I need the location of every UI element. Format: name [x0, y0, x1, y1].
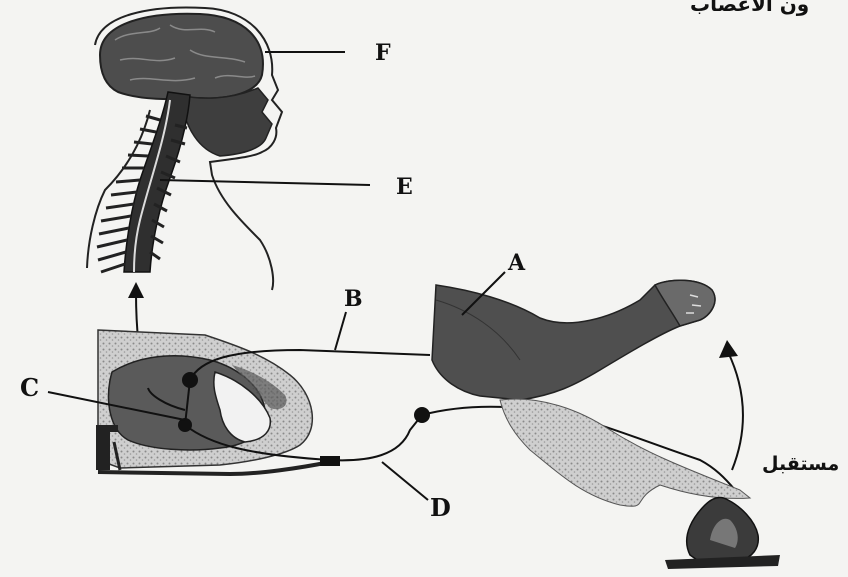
- receptor-label: مستقبل: [762, 455, 839, 474]
- label-c: C: [20, 376, 39, 400]
- label-b: B: [344, 288, 363, 310]
- corner-text: ون الأعصاب: [690, 0, 809, 14]
- brain: [100, 14, 272, 156]
- spinal-cross-section: [96, 330, 330, 474]
- lower-limb-stipple: [500, 399, 750, 506]
- label-e-line: [160, 180, 370, 185]
- motor-neuron-body: [182, 372, 198, 388]
- label-d: D: [430, 496, 451, 520]
- synapse-mark: [320, 456, 340, 466]
- label-d-line: [382, 462, 428, 500]
- label-b-line: [335, 312, 346, 350]
- label-f: F: [375, 42, 391, 64]
- label-e: E: [396, 176, 413, 198]
- sensory-ganglion: [414, 407, 430, 423]
- fire-icon: [665, 498, 780, 569]
- label-a: A: [508, 252, 525, 274]
- receptor-arrow: [719, 340, 743, 470]
- arm: [432, 280, 715, 400]
- interneuron-body: [178, 418, 192, 432]
